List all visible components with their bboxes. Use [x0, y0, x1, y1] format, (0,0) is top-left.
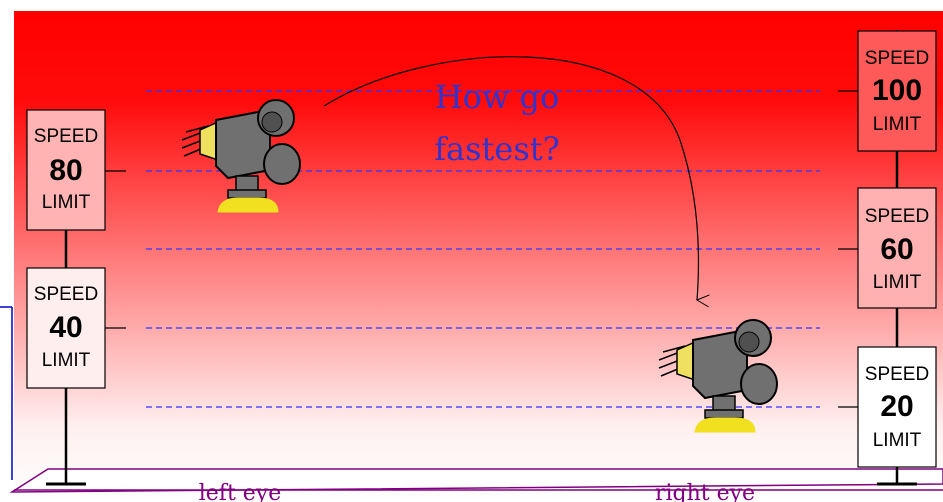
svg-text:LIMIT: LIMIT	[873, 114, 922, 135]
svg-text:LIMIT: LIMIT	[42, 350, 91, 371]
speed-sign-40: SPEED 40 LIMIT	[27, 268, 105, 388]
question-line-1: How go	[435, 78, 559, 116]
svg-text:LIMIT: LIMIT	[873, 430, 922, 451]
left-eye-label: left eye	[199, 481, 282, 502]
svg-text:100: 100	[872, 74, 922, 107]
svg-text:LIMIT: LIMIT	[873, 272, 922, 293]
svg-text:SPEED: SPEED	[34, 284, 98, 305]
svg-text:SPEED: SPEED	[865, 206, 929, 227]
speed-sign-20: SPEED 20 LIMIT	[858, 347, 936, 467]
speed-sign-100: SPEED 100 LIMIT	[858, 31, 936, 151]
right-eye-label: right eye	[655, 481, 755, 502]
svg-text:SPEED: SPEED	[865, 364, 929, 385]
svg-text:80: 80	[49, 154, 82, 187]
svg-text:SPEED: SPEED	[34, 126, 98, 147]
svg-text:LIMIT: LIMIT	[42, 192, 91, 213]
svg-text:20: 20	[880, 390, 913, 423]
speed-sign-80: SPEED 80 LIMIT	[27, 110, 105, 230]
question-line-2: fastest?	[434, 130, 560, 168]
svg-text:60: 60	[880, 233, 913, 266]
svg-text:SPEED: SPEED	[865, 48, 929, 69]
speed-sign-60: SPEED 60 LIMIT	[858, 188, 936, 308]
svg-text:40: 40	[49, 311, 82, 344]
